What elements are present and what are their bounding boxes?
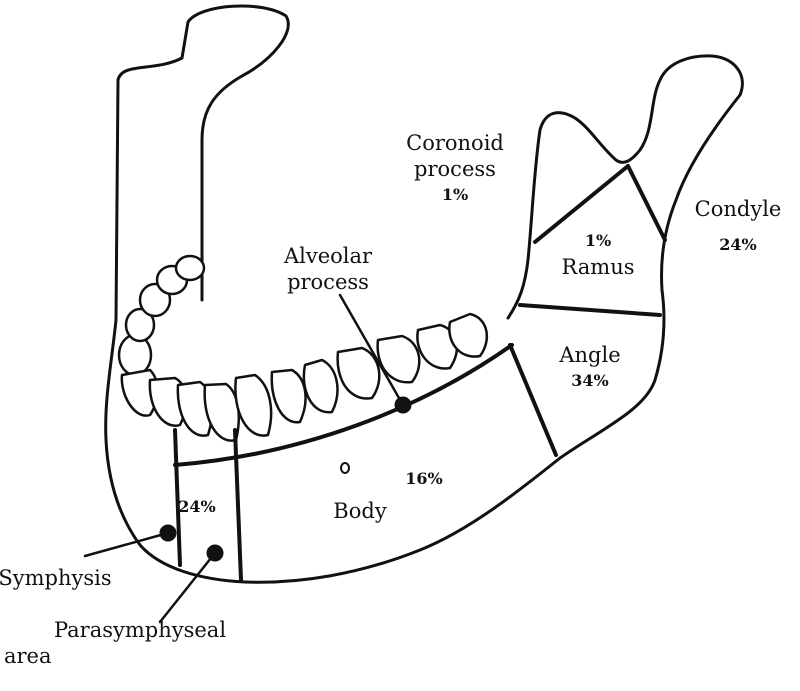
coronoid-percent: 1% — [441, 185, 469, 204]
angle-name: Angle — [559, 343, 621, 367]
alveolar-label-line2: process — [287, 270, 369, 294]
parasymphyseal-marker-dot — [206, 544, 224, 562]
far-ramus-outline — [116, 4, 290, 302]
symphysis-marker-dot — [159, 524, 177, 542]
condyle-label: Condyle 24% — [695, 196, 782, 258]
mandible-outline — [104, 54, 744, 584]
parasymphyseal-label-line2: area — [3, 644, 52, 668]
parasymphyseal-label: Parasymphyseal area — [4, 617, 227, 669]
leaders — [83, 293, 405, 624]
ramus-name: Ramus — [561, 255, 635, 279]
angle-label: Angle 34% — [559, 342, 620, 394]
condyle-percent: 24% — [719, 235, 757, 254]
coronoid-label-line1: Coronoid — [406, 131, 504, 155]
condyle-name: Condyle — [694, 197, 782, 221]
body-percent: 16% — [405, 469, 443, 488]
fracture-lines — [173, 164, 667, 582]
mental-foramen — [340, 462, 350, 474]
ramus-label: 1% Ramus — [561, 228, 634, 280]
alveolar-label-line1: Alveolar — [283, 244, 373, 268]
angle-percent: 34% — [571, 371, 609, 390]
symphysis-label: Symphysis — [0, 566, 112, 590]
coronoid-label: Coronoid process 1% — [406, 130, 504, 208]
parasymphyseal-label-line1: Parasymphyseal — [53, 618, 227, 642]
alveolar-label: Alveolar process — [284, 243, 372, 295]
coronoid-label-line2: process — [414, 157, 496, 181]
symphysis-region-percent: 24% — [178, 497, 216, 516]
body-name: Body — [333, 499, 387, 523]
alveolar-marker-dot — [394, 396, 412, 414]
ramus-percent: 1% — [584, 231, 612, 250]
teeth — [117, 254, 489, 442]
